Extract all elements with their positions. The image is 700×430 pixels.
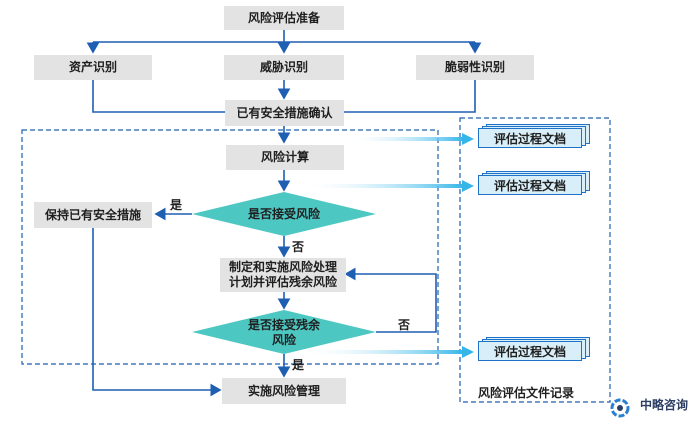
- decision-accept-risk: [192, 192, 376, 236]
- threat-identification-box: 威胁识别: [224, 55, 344, 80]
- risk-treatment-plan-line2: 计划并评估残余风险: [228, 275, 337, 289]
- risk-treatment-plan-line1: 制定和实施风险处理: [228, 260, 337, 274]
- assessment-doc-1: 评估过程文档: [478, 124, 590, 148]
- assessment-doc-2-label: 评估过程文档: [478, 175, 582, 195]
- risk-assessment-prep-box: 风险评估准备: [224, 6, 344, 30]
- assessment-doc-3-label: 评估过程文档: [478, 341, 582, 361]
- accept-risk-label: 是否接受风险: [247, 206, 320, 221]
- edge-label-no-accept: 否: [292, 240, 305, 254]
- risk-calculation-box: 风险计算: [226, 145, 344, 170]
- accept-residual-risk-line2: 风险: [271, 333, 296, 347]
- edge-label-yes-accept: 是: [170, 198, 183, 212]
- asset-identification-box: 资产识别: [34, 55, 152, 80]
- assessment-doc-1-label: 评估过程文档: [478, 128, 582, 148]
- risk-process-region: [21, 129, 439, 365]
- company-logo-icon: [610, 398, 630, 418]
- record-region: [459, 117, 611, 403]
- implement-risk-management-box: 实施风险管理: [222, 378, 346, 404]
- assessment-doc-2: 评估过程文档: [478, 171, 590, 195]
- assessment-doc-3: 评估过程文档: [478, 337, 590, 361]
- accept-residual-risk-line1: 是否接受残余: [247, 318, 320, 332]
- vulnerability-identification-box: 脆弱性识别: [416, 55, 534, 80]
- edge-label-no-residual: 否: [398, 318, 411, 332]
- existing-measures-confirm-box: 已有安全措施确认: [225, 100, 344, 126]
- keep-existing-measures-box: 保持已有安全措施: [34, 202, 152, 228]
- accept-residual-risk-label: 是否接受残余 风险: [224, 318, 344, 348]
- record-region-label: 风险评估文件记录: [478, 386, 575, 400]
- decision-accept-residual-risk: [192, 310, 376, 354]
- company-logo-text: 中略咨询: [640, 398, 689, 412]
- edge-label-yes-residual: 是: [292, 358, 305, 372]
- risk-treatment-plan-box: 制定和实施风险处理 计划并评估残余风险: [220, 258, 346, 292]
